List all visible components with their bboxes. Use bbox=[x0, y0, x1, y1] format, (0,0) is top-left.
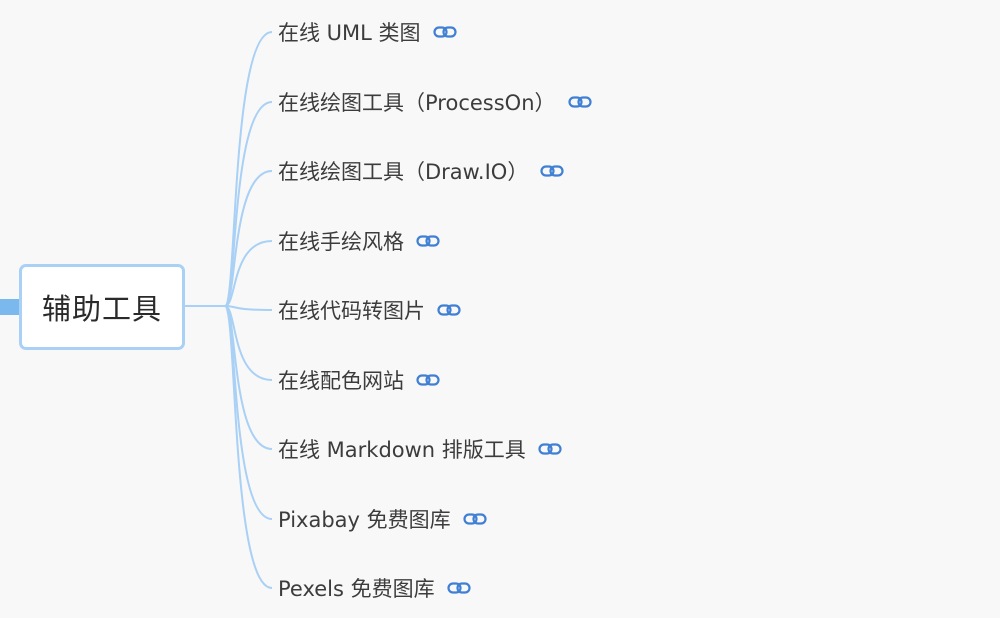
subtopic-node[interactable]: 在线绘图工具（Draw.IO） bbox=[278, 154, 564, 188]
central-topic-node[interactable]: 辅助工具 bbox=[19, 264, 185, 350]
branch-connector bbox=[224, 170, 273, 307]
link-icon[interactable] bbox=[447, 581, 471, 595]
central-topic-label: 辅助工具 bbox=[41, 292, 162, 326]
link-icon[interactable] bbox=[437, 303, 461, 317]
subtopic-node[interactable]: 在线手绘风格 bbox=[278, 224, 440, 258]
subtopic-label: 在线代码转图片 bbox=[278, 299, 425, 323]
subtopic-label: Pixabay 免费图库 bbox=[278, 508, 451, 532]
link-icon[interactable] bbox=[463, 512, 487, 526]
branch-connector bbox=[224, 240, 273, 307]
subtopic-node[interactable]: 在线 UML 类图 bbox=[278, 15, 457, 49]
branch-connector bbox=[224, 305, 273, 589]
subtopic-node[interactable]: 在线代码转图片 bbox=[278, 293, 461, 327]
link-icon[interactable] bbox=[567, 95, 592, 109]
subtopic-label: 在线 Markdown 排版工具 bbox=[278, 438, 526, 462]
subtopic-label: Pexels 免费图库 bbox=[278, 577, 435, 601]
subtopic-node[interactable]: 在线配色网站 bbox=[278, 363, 440, 397]
subtopic-label: 在线绘图工具（Draw.IO） bbox=[278, 160, 529, 184]
link-icon[interactable] bbox=[432, 25, 457, 39]
subtopic-node[interactable]: 在线 Markdown 排版工具 bbox=[278, 432, 562, 466]
branch-connector bbox=[224, 305, 273, 450]
branch-connector bbox=[224, 305, 273, 520]
link-icon[interactable] bbox=[416, 234, 440, 248]
link-icon[interactable] bbox=[540, 164, 564, 178]
subtopic-label: 在线手绘风格 bbox=[278, 230, 404, 254]
subtopic-label: 在线配色网站 bbox=[278, 369, 404, 393]
link-icon[interactable] bbox=[416, 373, 440, 387]
subtopic-label: 在线绘图工具（ProcessOn） bbox=[278, 91, 556, 115]
subtopic-node[interactable]: Pexels 免费图库 bbox=[278, 571, 471, 605]
branch-connector bbox=[224, 305, 273, 311]
parent-connector-stub bbox=[0, 299, 22, 315]
subtopic-label: 在线 UML 类图 bbox=[278, 21, 421, 45]
subtopic-node[interactable]: 在线绘图工具（ProcessOn） bbox=[278, 85, 592, 119]
link-icon[interactable] bbox=[538, 442, 562, 456]
subtopic-node[interactable]: Pixabay 免费图库 bbox=[278, 502, 487, 536]
